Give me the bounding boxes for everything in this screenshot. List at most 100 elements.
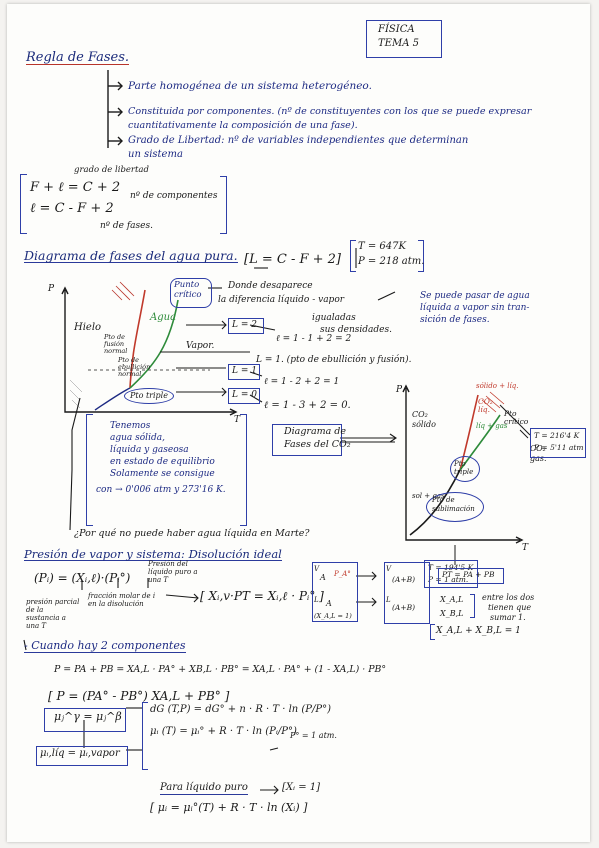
raoult-law-2: [ Xᵢ,v·PT = Xᵢ,ℓ · Pᵢ° ] bbox=[200, 589, 324, 603]
label-desaparece: Donde desaparece bbox=[228, 281, 313, 291]
pregunta-marte: ¿Por qué no puede haber agua líquida en … bbox=[74, 528, 310, 539]
pto-triple-ring bbox=[124, 388, 174, 404]
t-critica: T = 647K bbox=[358, 241, 406, 252]
title-line1: FÍSICA bbox=[378, 24, 415, 35]
heading-presion-vapor: Presión de vapor y sistema: Disolución i… bbox=[24, 547, 282, 561]
note-fraccion: fracción molar de i en la disolución bbox=[88, 592, 156, 608]
box-l2-label: L bbox=[386, 596, 391, 604]
item-componentes-2: cuantitativamente la composición de una … bbox=[128, 120, 358, 131]
sum-bracket bbox=[470, 594, 475, 618]
suma-bracket-left bbox=[430, 624, 435, 640]
mu-equilibrio: μⱼ^γ = μⱼ^β bbox=[54, 710, 122, 723]
formula-libertad: ℓ = C - F + 2 bbox=[30, 201, 114, 216]
note-entre: entre los dos bbox=[482, 593, 535, 602]
label-pto-critico: Punto crítico bbox=[174, 280, 202, 300]
note-puede-2: líquida a vapor sin tran- bbox=[420, 303, 530, 313]
box-lab-label: (A+B) bbox=[392, 603, 416, 612]
tenemos-1: agua sólida, bbox=[110, 433, 165, 443]
co2-solido-liq: sólido + líq. bbox=[476, 382, 519, 390]
co2-triple-ring bbox=[450, 456, 480, 482]
eq-l1: ℓ = 1 - 2 + 2 = 1 bbox=[264, 377, 340, 387]
p0-standard: P° = 1 atm. bbox=[290, 731, 337, 740]
item-grado: Grado de Libertad: nº de variables indep… bbox=[128, 135, 469, 146]
eq-presion-total: [ P = (PA° - PB°) XA,L + PB° ] bbox=[48, 689, 230, 703]
item-fase: Parte homogénea de un sistema heterogéne… bbox=[128, 80, 372, 92]
heading-regla-fases: Regla de Fases. bbox=[26, 50, 130, 65]
formula-bracket-right bbox=[220, 176, 227, 234]
note-puede-3: sición de fases. bbox=[420, 315, 490, 325]
co2-sublim-box bbox=[424, 560, 478, 588]
co2-pc: P = 5'11 atm bbox=[534, 443, 584, 452]
note-puede-1: Se puede pasar de agua bbox=[420, 291, 530, 301]
box-l-label: L bbox=[314, 596, 319, 604]
note-presion-del: Presión del líquido puro a una T bbox=[148, 560, 198, 584]
crit-bracket-right bbox=[418, 240, 424, 272]
note-tienen: tienen que bbox=[488, 603, 532, 612]
label-agua: Agua bbox=[150, 312, 177, 323]
note-componentes: nº de componentes bbox=[130, 191, 218, 201]
title-box bbox=[366, 20, 442, 58]
co2-axis-p: P bbox=[396, 385, 403, 395]
axis-p-water: P bbox=[48, 284, 55, 294]
xal-label: X_A,L bbox=[440, 595, 464, 604]
heading-diagrama-agua: Diagrama de fases del agua pura. bbox=[24, 248, 238, 263]
formula-bracket-left bbox=[20, 174, 27, 234]
label-pto-triple: Pto triple bbox=[130, 391, 168, 400]
box-pure-a bbox=[312, 562, 358, 622]
heading-dos-componentes: - Cuando hay 2 componentes bbox=[24, 639, 186, 653]
raoult-law: (Pᵢ) = (Xᵢ,ℓ)·(Pᵢ°) bbox=[34, 571, 131, 585]
co2-title-box bbox=[272, 424, 342, 456]
co2-liq-gas: líq + gas bbox=[476, 422, 508, 430]
label-hielo: Hielo bbox=[74, 322, 102, 333]
label-pto-ebullicion: Pto de ebullición normal bbox=[118, 356, 151, 378]
co2-axis-t: T bbox=[522, 543, 529, 553]
eq-mu-liquido-puro: [ μᵢ = μᵢ°(T) + R · T · ln (Xᵢ) ] bbox=[150, 801, 308, 814]
box-mu-liq-vapor bbox=[36, 746, 128, 766]
box-vab-label: (A+B) bbox=[392, 575, 416, 584]
co2-tc: T = 216'4 K bbox=[534, 431, 580, 440]
co2-gas: CO₂ gas. bbox=[530, 444, 547, 463]
formula-L: [L = C - F + 2] bbox=[244, 252, 341, 267]
note-fases: nº de fases. bbox=[100, 221, 153, 231]
box-mixture-ab bbox=[384, 562, 430, 624]
note-de-la: de la sustancia a una T bbox=[26, 606, 66, 630]
tenemos-2: líquida y gaseosa bbox=[110, 445, 189, 455]
co2-ps: P = 1 atm. bbox=[428, 575, 469, 584]
co2-sublimacion-ring bbox=[426, 492, 484, 522]
co2-pto-sublimacion: Pto de sublimación bbox=[432, 496, 475, 513]
notebook-page bbox=[7, 4, 590, 842]
axis-t-water: T bbox=[234, 415, 241, 425]
eq-l1-desc: L = 1. (pto de ebullición y fusión). bbox=[256, 355, 412, 365]
note-presion-parcial: presión parcial bbox=[26, 598, 80, 606]
label-pto-fusion: Pto de fusión normal bbox=[104, 333, 128, 355]
suma-fracciones: X_A,L + X_B,L = 1 bbox=[436, 626, 521, 636]
box-xa-label: (X_A,L = 1) bbox=[314, 612, 352, 620]
co2-title-2: Fases del CO₂ bbox=[284, 439, 351, 450]
note-sumar: sumar 1. bbox=[490, 613, 526, 622]
co2-title-1: Diagrama de bbox=[284, 426, 347, 437]
box-a2-label: A bbox=[326, 599, 332, 608]
tenemos-0: Tenemos bbox=[110, 421, 151, 431]
xi-igual-1: [Xᵢ = 1] bbox=[282, 782, 321, 793]
tenemos-bracket-right bbox=[240, 414, 247, 526]
tenemos-bracket-left bbox=[86, 414, 93, 526]
box-l2 bbox=[228, 318, 264, 334]
xbl-label: X_B,L bbox=[440, 609, 464, 618]
formula-phase-rule: F + ℓ = C + 2 bbox=[30, 180, 121, 195]
item-grado-2: un sistema bbox=[128, 149, 183, 160]
box-l1 bbox=[228, 364, 260, 380]
co2-critico-box bbox=[530, 428, 586, 458]
eq-dos-componentes: P = PA + PB = XA,L · PA° + XB,L · PB° = … bbox=[54, 664, 387, 675]
eq-l2: ℓ = 1 - 1 + 2 = 2 bbox=[276, 334, 352, 344]
mu-liq-vapor: μᵢ,líq = μᵢ,vapor bbox=[40, 748, 120, 759]
label-densidades: sus densidades. bbox=[320, 325, 392, 335]
title-line2: TEMA 5 bbox=[378, 38, 419, 49]
tenemos-5: con → 0'006 atm y 273'16 K. bbox=[96, 485, 226, 495]
pto-critico-box bbox=[170, 278, 212, 308]
note-grado-libertad: grado de libertad bbox=[74, 165, 149, 175]
eq-mu-presion: μᵢ (T) = μᵢ° + R · T · ln (Pᵢ/P°) bbox=[150, 726, 297, 737]
eq-l0: ℓ = 1 - 3 + 2 = 0. bbox=[264, 400, 351, 411]
gibbs-bracket bbox=[142, 702, 148, 770]
crit-bracket-left bbox=[350, 240, 356, 272]
box-pa-label: P_A° bbox=[334, 570, 351, 578]
